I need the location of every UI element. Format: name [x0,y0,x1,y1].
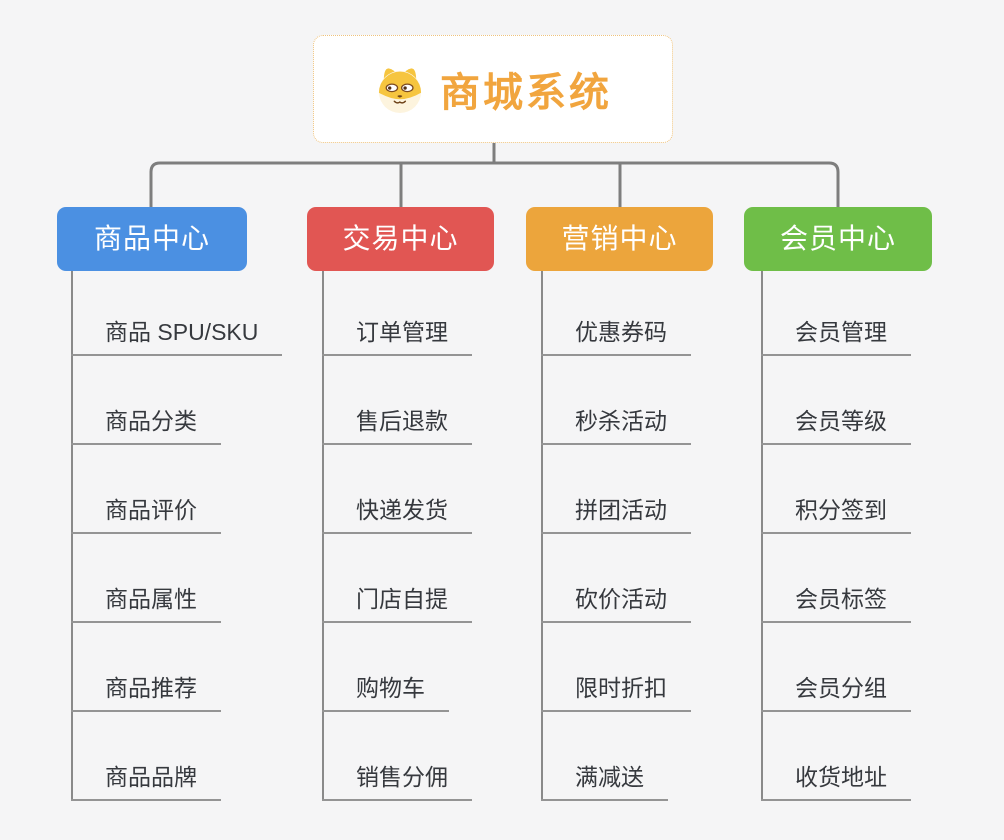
leaf-node[interactable]: 快递发货 [322,496,472,534]
leaf-node[interactable]: 会员分组 [761,674,911,712]
leaf-node[interactable]: 会员管理 [761,318,911,356]
root-branch-connectors [149,143,840,207]
leaf-node[interactable]: 商品品牌 [71,763,221,801]
leaf-node[interactable]: 商品属性 [71,585,221,623]
leaf-node[interactable]: 商品分类 [71,407,221,445]
leaf-node[interactable]: 订单管理 [322,318,472,356]
leaf-node[interactable]: 优惠券码 [541,318,691,356]
branch-trade-center[interactable]: 交易中心 [307,207,494,271]
connector-bracket [149,161,840,207]
branch-product-center[interactable]: 商品中心 [57,207,247,271]
leaf-node[interactable]: 商品推荐 [71,674,221,712]
leaf-node[interactable]: 积分签到 [761,496,911,534]
branch-member-center[interactable]: 会员中心 [744,207,932,271]
leaf-node[interactable]: 会员等级 [761,407,911,445]
branch-marketing-center[interactable]: 营销中心 [526,207,713,271]
leaf-node[interactable]: 秒杀活动 [541,407,691,445]
leaf-node[interactable]: 拼团活动 [541,496,691,534]
root-node[interactable]: 商城系统 [313,35,673,143]
leaf-node[interactable]: 限时折扣 [541,674,691,712]
leaf-node[interactable]: 商品评价 [71,496,221,534]
leaf-node[interactable]: 售后退款 [322,407,472,445]
leaf-node[interactable]: 会员标签 [761,585,911,623]
leaf-node[interactable]: 商品 SPU/SKU [71,318,283,356]
leaf-node[interactable]: 收货地址 [761,763,911,801]
leaf-node[interactable]: 门店自提 [322,585,472,623]
root-title: 商城系统 [440,71,612,115]
leaf-node[interactable]: 满减送 [541,763,668,801]
leaf-node[interactable]: 购物车 [322,674,449,712]
shiba-dog-icon [378,67,422,113]
leaf-node[interactable]: 销售分佣 [322,763,472,801]
leaf-node[interactable]: 砍价活动 [541,585,691,623]
